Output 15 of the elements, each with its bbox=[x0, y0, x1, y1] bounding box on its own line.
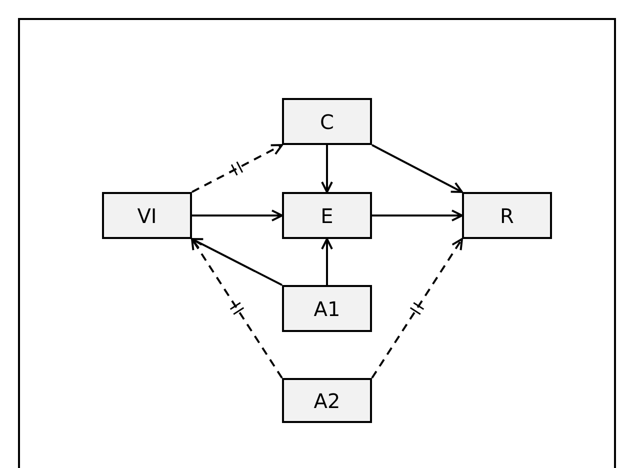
arrow bbox=[321, 238, 333, 285]
dashed-arrow bbox=[191, 238, 283, 379]
process-box: R bbox=[462, 192, 552, 239]
arrow bbox=[191, 238, 282, 286]
process-box: VI bbox=[102, 192, 192, 239]
arrow bbox=[321, 145, 333, 193]
dashed-arrow bbox=[371, 238, 463, 379]
dashed-arrow bbox=[192, 144, 283, 193]
process-box: A1 bbox=[282, 285, 372, 332]
process-box: C bbox=[282, 98, 372, 145]
arrow bbox=[192, 210, 283, 222]
arrow bbox=[372, 210, 463, 222]
process-box: A2 bbox=[282, 378, 372, 423]
arrow bbox=[372, 144, 463, 193]
process-box: E bbox=[282, 192, 372, 239]
